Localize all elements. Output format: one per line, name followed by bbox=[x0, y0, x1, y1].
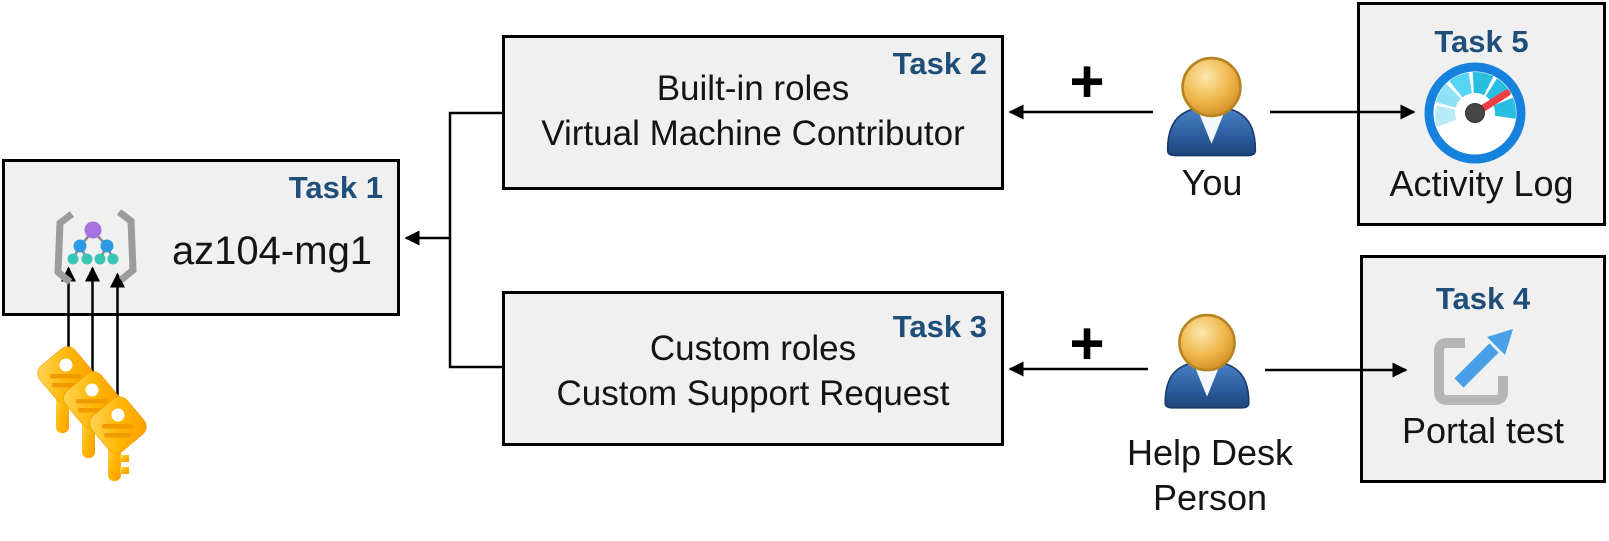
task2-box: Task 2 Built-in roles Virtual Machine Co… bbox=[502, 35, 1004, 190]
task4-caption: Portal test bbox=[1401, 410, 1565, 451]
key-icon bbox=[63, 371, 121, 458]
task3-label: Task 3 bbox=[892, 309, 987, 344]
plus-icon-bottom: + bbox=[1069, 310, 1105, 377]
task4-box: Task 4 Portal test bbox=[1360, 255, 1606, 483]
key-icon bbox=[37, 346, 95, 433]
help-desk-label: Help Desk Person bbox=[1100, 430, 1320, 520]
task1-title: az104-mg1 bbox=[171, 229, 373, 273]
task3-line1: Custom roles bbox=[649, 328, 857, 368]
task2-line2: Virtual Machine Contributor bbox=[541, 113, 965, 153]
task5-label: Task 5 bbox=[1434, 24, 1529, 59]
plus-icon-top: + bbox=[1069, 48, 1105, 115]
help-desk-label-line2: Person bbox=[1152, 477, 1268, 518]
task3-text: Custom roles Custom Support Request bbox=[509, 316, 997, 425]
task2-line1: Built-in roles bbox=[656, 68, 850, 108]
key-icon bbox=[89, 396, 147, 481]
help-desk-person-icon bbox=[1163, 313, 1251, 410]
you-label: You bbox=[1181, 162, 1243, 203]
task2-text: Built-in roles Virtual Machine Contribut… bbox=[509, 52, 997, 169]
task5-caption: Activity Log bbox=[1389, 163, 1574, 204]
task4-label: Task 4 bbox=[1435, 281, 1531, 316]
help-desk-label-line1: Help Desk bbox=[1126, 432, 1294, 473]
task1-box: Task 1 az104-mg1 bbox=[2, 159, 400, 316]
task1-label: Task 1 bbox=[288, 170, 383, 205]
bracket-connector bbox=[404, 111, 502, 369]
task5-box: Task 5 Activity Log bbox=[1357, 2, 1606, 226]
task3-line2: Custom Support Request bbox=[556, 373, 950, 413]
task2-label: Task 2 bbox=[892, 46, 987, 81]
task3-box: Task 3 Custom roles Custom Support Reque… bbox=[502, 291, 1004, 446]
you-person-icon bbox=[1166, 56, 1257, 157]
